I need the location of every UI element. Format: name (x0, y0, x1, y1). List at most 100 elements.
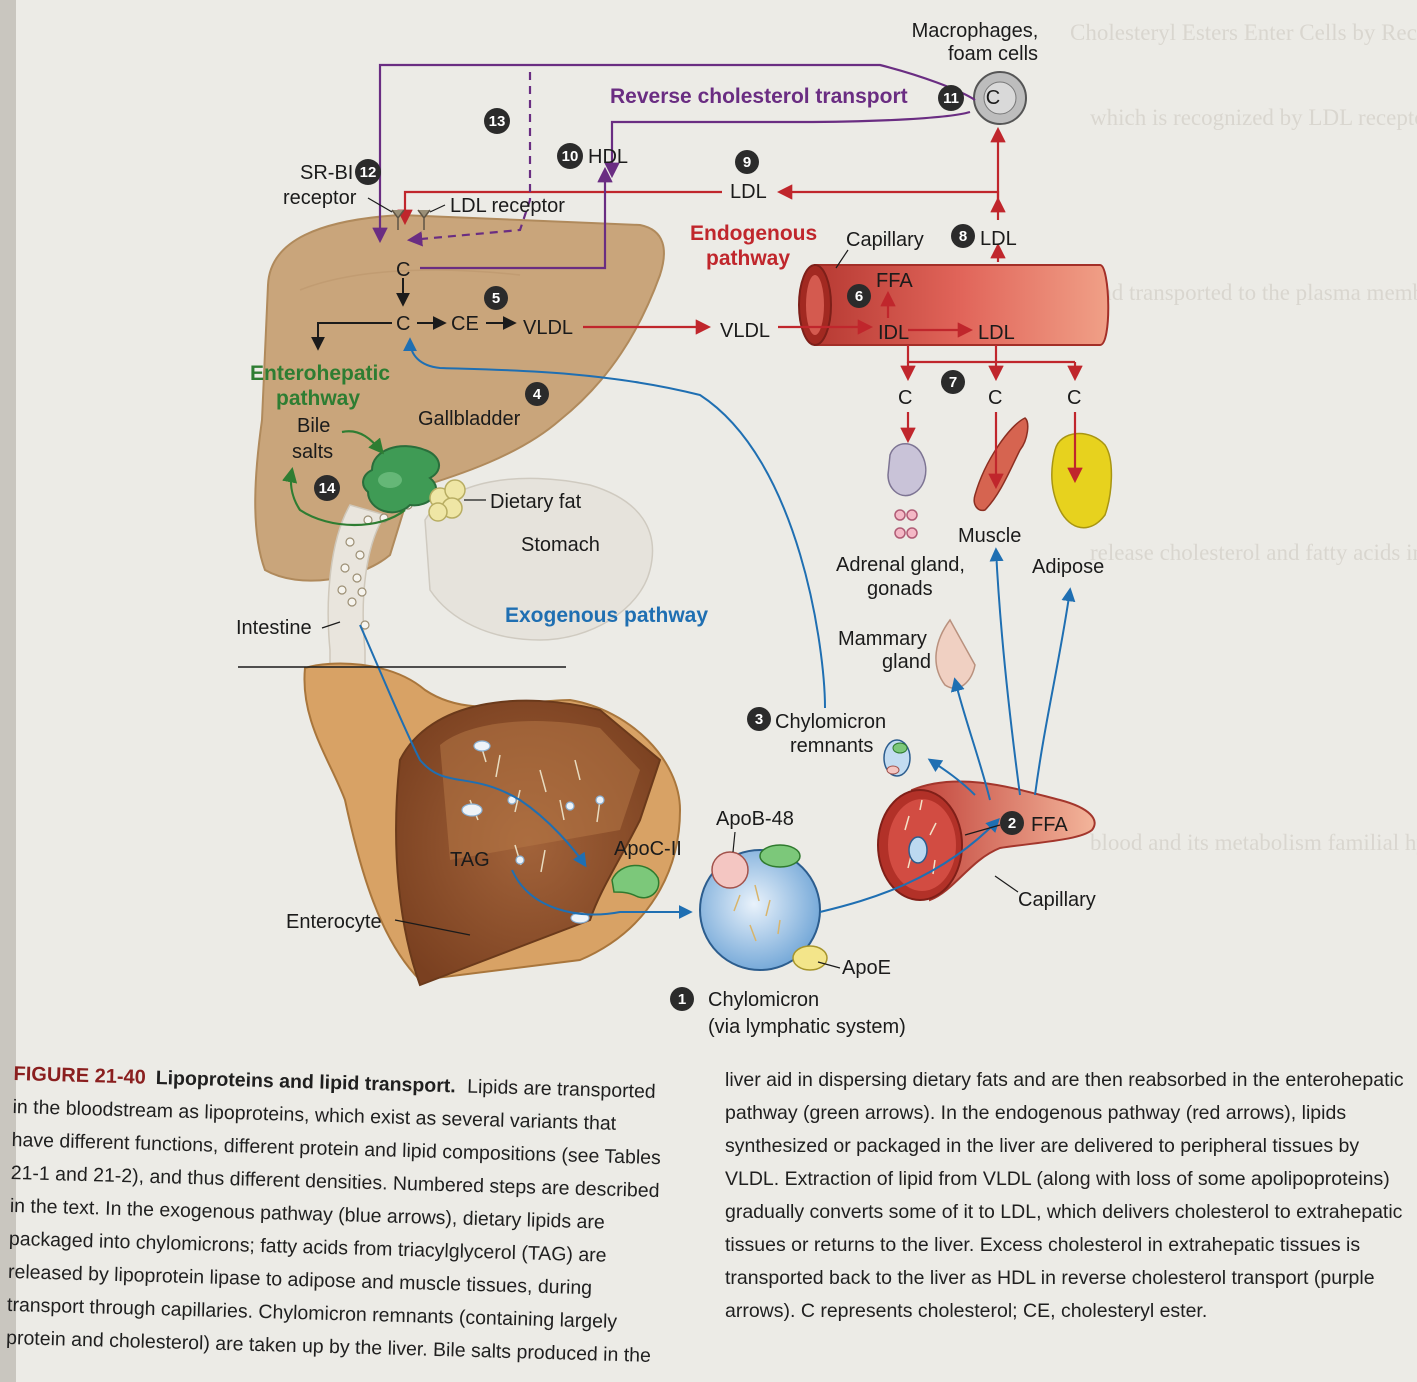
label-adipose: Adipose (1032, 556, 1104, 578)
label-hdl: HDL (588, 146, 628, 168)
label-sr-bi: SR-BI (300, 162, 353, 184)
label-macrophage-c: C (986, 87, 1000, 109)
label-capillary-top: Capillary (846, 229, 924, 251)
label-mammary-2: gland (882, 651, 931, 673)
svg-text:3: 3 (755, 711, 763, 728)
label-enterohepatic-1: Enterohepatic (250, 362, 390, 385)
label-ldl-8: LDL (980, 228, 1017, 250)
stomach (424, 477, 654, 641)
label-c-adipose: C (1067, 387, 1081, 409)
label-bile: Bile (297, 415, 330, 437)
svg-text:which is recognized by LDL rec: which is recognized by LDL receptors pre… (1090, 105, 1417, 130)
label-ldl-receptor: LDL receptor (450, 195, 565, 217)
label-liver-c2: C (396, 313, 410, 335)
svg-text:13: 13 (489, 113, 506, 130)
label-ce: CE (451, 313, 479, 335)
step-badge-1: 1 (670, 987, 694, 1011)
label-exogenous-pathway: Exogenous pathway (505, 604, 708, 627)
svg-text:blood and its metabolism famil: blood and its metabolism familial hyperc… (1090, 830, 1417, 855)
label-chylo-remnants-1: Chylomicron (775, 711, 886, 733)
svg-text:2: 2 (1008, 815, 1016, 832)
reverse-transport-arrows (372, 63, 976, 270)
label-ldl-9: LDL (730, 181, 767, 203)
step-badge-8: 8 (951, 224, 975, 248)
chylomicron-remnant-particle (883, 739, 911, 777)
label-apoe: ApoE (842, 957, 891, 979)
apoc-ii-protein (611, 864, 660, 899)
caption-right-column: liver aid in dispersing dietary fats and… (725, 1064, 1405, 1328)
svg-text:12: 12 (360, 164, 377, 181)
step-badge-9: 9 (735, 150, 759, 174)
svg-text:11: 11 (943, 90, 959, 107)
label-endogenous-1: Endogenous (690, 222, 817, 245)
label-apocii: ApoC-II (614, 838, 682, 860)
label-sr-bi-receptor: receptor (283, 187, 357, 209)
label-capillary-bottom: Capillary (1018, 889, 1096, 911)
receptor-icons (391, 209, 431, 230)
svg-text:and transported to the plasma: and transported to the plasma membrane b… (1090, 280, 1417, 305)
label-enterohepatic-2: pathway (276, 387, 360, 410)
enterohepatic-arrows (282, 430, 406, 526)
label-ldl-capillary: LDL (978, 322, 1015, 344)
svg-text:10: 10 (562, 148, 579, 165)
svg-text:9: 9 (743, 154, 751, 171)
label-vldl-capillary: VLDL (720, 320, 770, 342)
step-badge-14: 14 (314, 475, 340, 501)
svg-text:14: 14 (319, 480, 336, 497)
muscle-tissue (973, 417, 1029, 512)
label-muscle: Muscle (958, 525, 1021, 547)
label-apob48: ApoB-48 (716, 808, 794, 830)
label-adrenal-1: Adrenal gland, (836, 554, 965, 576)
step-badge-4: 4 (525, 382, 549, 406)
label-enterocyte: Enterocyte (286, 911, 382, 933)
leader-lines (321, 197, 1019, 969)
label-ffa-6: FFA (876, 270, 913, 292)
svg-text:5: 5 (492, 290, 500, 307)
svg-text:release cholesterol and fatty: release cholesterol and fatty acids into… (1090, 540, 1417, 565)
label-chylomicron-2: (via lymphatic system) (708, 1016, 906, 1038)
label-idl: IDL (878, 322, 909, 344)
label-dietary-fat: Dietary fat (490, 491, 582, 513)
svg-text:4: 4 (533, 386, 542, 403)
step-badge-13: 13 (484, 108, 510, 134)
caption-left-text: Lipids are transported in the bloodstrea… (5, 1075, 662, 1367)
bleed-through-text: Cholesteryl Esters Enter Cells by Recept… (1070, 20, 1417, 855)
step-badge-2: 2 (1000, 811, 1024, 835)
step-badge-5: 5 (484, 286, 508, 310)
label-adrenal-2: gonads (867, 578, 933, 600)
step-badge-11: 11 (938, 85, 964, 111)
label-vldl-liver: VLDL (523, 317, 573, 339)
step-badges: 1 2 3 4 5 6 7 8 9 10 11 12 13 14 (314, 85, 1024, 1011)
capillary-top (798, 264, 1110, 346)
step-badge-7: 7 (941, 370, 965, 394)
label-chylomicron-1: Chylomicron (708, 989, 819, 1011)
caption-right-text: liver aid in dispersing dietary fats and… (725, 1069, 1404, 1322)
adipose-tissue (1050, 432, 1113, 529)
figure-number: FIGURE 21-40 (13, 1062, 147, 1089)
label-liver-c1: C (396, 259, 410, 281)
label-c-muscle: C (988, 387, 1002, 409)
step-badge-12: 12 (355, 159, 381, 185)
figure-title: Lipoproteins and lipid transport. (155, 1066, 457, 1098)
label-c-adrenal: C (898, 387, 912, 409)
label-macrophages-2: foam cells (948, 43, 1038, 65)
label-reverse-cholesterol-transport: Reverse cholesterol transport (610, 85, 908, 108)
label-endogenous-2: pathway (706, 247, 790, 270)
chylomicron-particle (699, 844, 828, 971)
liver-shading (299, 269, 521, 291)
liver-internal-arrows (311, 278, 517, 351)
capillary-bottom (877, 780, 1096, 902)
exogenous-arrows (359, 337, 1076, 919)
step-badge-6: 6 (847, 284, 871, 308)
caption-left-column: FIGURE 21-40 Lipoproteins and lipid trans… (6, 1058, 664, 1373)
svg-text:1: 1 (678, 991, 686, 1008)
endogenous-arrows (397, 126, 1083, 490)
svg-text:8: 8 (959, 228, 967, 245)
label-salts: salts (292, 441, 333, 463)
mammary-gland (935, 618, 976, 689)
adrenal-gland (887, 443, 927, 539)
label-mammary-1: Mammary (838, 628, 927, 650)
svg-text:Cholesteryl Esters Enter Cells: Cholesteryl Esters Enter Cells by Recept… (1070, 20, 1417, 45)
